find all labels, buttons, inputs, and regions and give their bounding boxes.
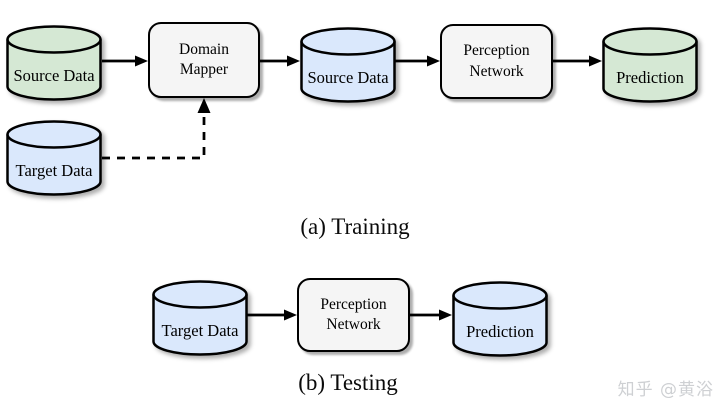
node-label: Target Data — [161, 321, 239, 340]
node-label: Prediction — [616, 68, 684, 87]
node-label: Prediction — [466, 322, 534, 341]
training-domain-mapper-node: Domain Mapper — [148, 22, 260, 98]
node-label: Source Data — [13, 66, 95, 85]
testing-perception-network-node: Perception Network — [297, 278, 410, 352]
training-caption: (a) Training — [300, 214, 410, 239]
database-cylinder-icon — [300, 27, 396, 103]
arrow-mapper-to-mapped-source — [260, 55, 300, 67]
training-mapped-source-data-node: Source Data — [300, 27, 396, 103]
dashed-arrow-target-to-mapper — [102, 98, 211, 160]
arrow-source-to-mapper — [102, 55, 148, 67]
watermark: 知乎 @黄浴 — [617, 380, 714, 400]
testing-caption: (b) Testing — [298, 370, 398, 395]
training-target-data-node: Target Data — [6, 120, 102, 196]
database-cylinder-icon — [6, 25, 102, 101]
training-perception-network-node: Perception Network — [440, 24, 553, 99]
arrow-target-to-perception-testing — [246, 309, 297, 321]
node-label: Perception Network — [320, 295, 387, 333]
training-prediction-node: Prediction — [602, 27, 698, 103]
database-cylinder-icon — [152, 280, 248, 356]
testing-target-data-node: Target Data — [152, 280, 248, 356]
node-label: Target Data — [15, 161, 93, 180]
arrow-perception-to-prediction — [551, 55, 602, 67]
training-source-data-node: Source Data — [6, 25, 102, 101]
node-label: Perception Network — [463, 42, 530, 80]
arrow-mapped-source-to-perception — [394, 55, 440, 67]
node-label: Domain Mapper — [179, 40, 229, 78]
database-cylinder-icon — [452, 281, 548, 357]
testing-prediction-node: Prediction — [452, 281, 548, 357]
arrow-perception-to-prediction-testing — [408, 309, 452, 321]
database-cylinder-icon — [6, 120, 102, 196]
node-label: Source Data — [307, 68, 389, 87]
database-cylinder-icon — [602, 27, 698, 103]
